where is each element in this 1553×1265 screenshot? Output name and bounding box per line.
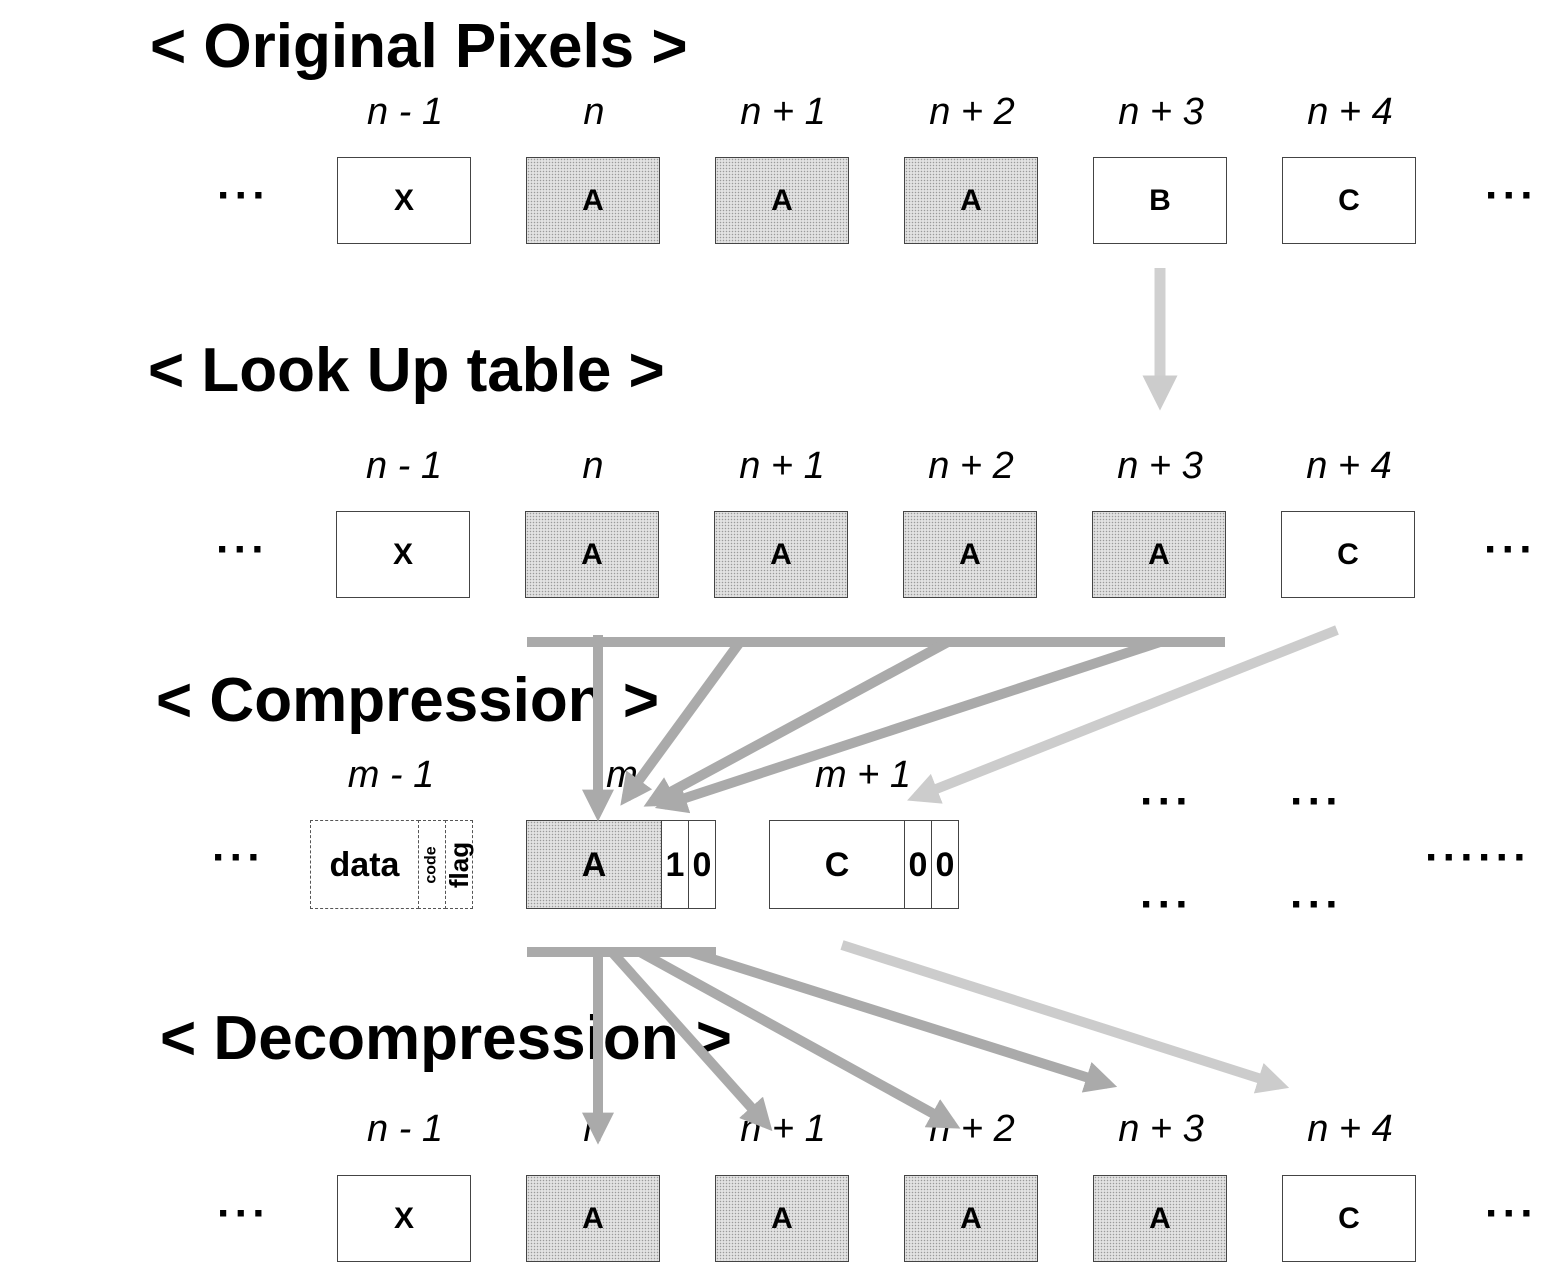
original-pixel: A (715, 157, 849, 244)
legend-flag-field: flag (444, 820, 475, 909)
original-pixel: B (1093, 157, 1227, 244)
legend-code-label: code (423, 845, 440, 884)
decompressed-pixel: A (1093, 1175, 1227, 1262)
decompression-arrow-n-plus-3 (688, 947, 1118, 1093)
lookup-pixel: A (714, 511, 848, 598)
packet-m-code-value: 1 (665, 845, 685, 884)
lookup-pixel: A (1092, 511, 1226, 598)
title-original-pixels: < Original Pixels > (150, 12, 688, 81)
lookup-ellipsis-right: ··· (1484, 525, 1537, 574)
title-decompression: < Decompression > (160, 1004, 733, 1073)
original-index-5: n + 4 (1307, 91, 1393, 133)
legend-code-field: code (418, 820, 446, 909)
lookup-index-1: n (582, 445, 604, 487)
compression-ellipsis-lower-1: ··· (1140, 880, 1193, 929)
compression-ellipsis-left: ··· (212, 833, 265, 882)
original-ellipsis-right: ··· (1485, 171, 1538, 220)
legend-data-label: data (329, 845, 400, 884)
packet-m-plus-1-data: C (769, 820, 905, 909)
lookup-index-4: n + 3 (1117, 445, 1203, 487)
packet-m-code: 1 (661, 820, 689, 909)
original-pixel: A (904, 157, 1038, 244)
lookup-pixel: C (1281, 511, 1415, 598)
lookup-pixel: X (336, 511, 470, 598)
compression-ellipsis-right: ······ (1425, 833, 1531, 882)
original-ellipsis-left: ··· (217, 171, 270, 220)
decomp-index-5: n + 4 (1307, 1108, 1393, 1150)
compression-ellipsis-upper-1: ··· (1140, 777, 1193, 826)
decompressed-pixel: A (904, 1175, 1038, 1262)
decompressed-pixel: A (526, 1175, 660, 1262)
decomp-index-1: n (583, 1108, 605, 1150)
compression-ellipsis-upper-2: ··· (1290, 777, 1343, 826)
decomp-index-3: n + 2 (929, 1108, 1015, 1150)
packet-m-plus-1-flag: 0 (931, 820, 959, 909)
packet-m-flag-value: 0 (692, 845, 712, 884)
original-pixel: C (1282, 157, 1416, 244)
lookup-index-3: n + 2 (928, 445, 1014, 487)
decompressed-pixel: A (715, 1175, 849, 1262)
compression-index-m-minus-1: m - 1 (347, 754, 435, 796)
decompression-arrow-c (840, 940, 1290, 1094)
packet-m-plus-1-flag-value: 0 (935, 845, 955, 884)
title-lookup-table: < Look Up table > (148, 336, 665, 405)
lookup-index-2: n + 1 (739, 445, 825, 487)
legend-flag-label: flag (444, 841, 475, 888)
packet-m-data-value: A (581, 845, 607, 884)
packet-m-plus-1-data-value: C (824, 845, 850, 884)
decomp-index-0: n - 1 (366, 1108, 444, 1150)
lookup-pixel: A (525, 511, 659, 598)
packet-m-plus-1-code: 0 (904, 820, 932, 909)
original-index-2: n + 1 (740, 91, 826, 133)
original-index-4: n + 3 (1118, 91, 1204, 133)
compression-ellipsis-lower-2: ··· (1290, 880, 1343, 929)
lookup-ellipsis-left: ··· (216, 525, 269, 574)
original-pixel: X (337, 157, 471, 244)
lookup-pixel: A (903, 511, 1037, 598)
packet-m-flag: 0 (688, 820, 716, 909)
compression-index-m: m (606, 754, 638, 796)
legend-data-field: data (310, 820, 419, 909)
compression-arrow-c (907, 625, 1339, 804)
decompressed-pixel: C (1282, 1175, 1416, 1262)
original-index-0: n - 1 (366, 91, 444, 133)
decompressed-pixel: X (337, 1175, 471, 1262)
decomp-ellipsis-left: ··· (217, 1189, 270, 1238)
original-pixel: A (526, 157, 660, 244)
packet-m-plus-1-code-value: 0 (908, 845, 928, 884)
title-compression: < Compression > (156, 666, 660, 735)
packet-m-data: A (526, 820, 662, 909)
original-index-3: n + 2 (929, 91, 1015, 133)
lookup-index-0: n - 1 (365, 445, 443, 487)
lookup-index-5: n + 4 (1306, 445, 1392, 487)
compression-index-m-plus-1: m + 1 (814, 754, 912, 796)
decomp-ellipsis-right: ··· (1485, 1189, 1538, 1238)
original-index-1: n (583, 91, 605, 133)
decomp-index-2: n + 1 (740, 1108, 826, 1150)
decomp-index-4: n + 3 (1118, 1108, 1204, 1150)
